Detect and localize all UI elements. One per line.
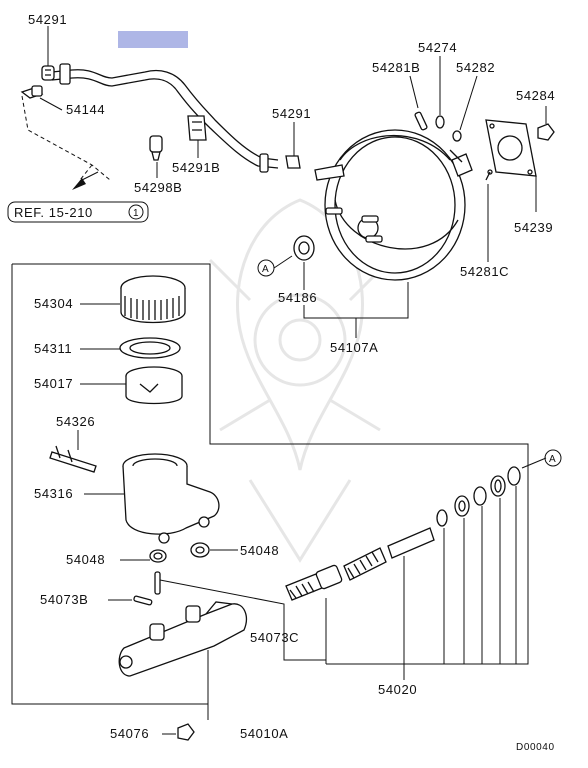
label-54020[interactable]: 54020	[378, 682, 417, 697]
pin-54073c	[154, 571, 161, 595]
pin-54073b	[133, 595, 153, 606]
clip-54282	[452, 130, 462, 142]
gasket-54239	[485, 119, 537, 177]
hose-clamp-right	[259, 153, 269, 173]
label-54326[interactable]: 54326	[56, 414, 95, 429]
label-54298b[interactable]: 54298B	[134, 180, 182, 195]
svg-text:A: A	[262, 264, 269, 275]
clip-54291-mid	[285, 155, 301, 169]
label-54291b[interactable]: 54291B	[172, 160, 220, 175]
hose-clamp-left	[59, 63, 71, 85]
label-54311[interactable]: 54311	[34, 341, 72, 356]
label-54048-right[interactable]: 54048	[240, 543, 279, 558]
reference-text: REF. 15-210	[14, 205, 93, 220]
ring-54274	[435, 115, 445, 129]
clevis	[449, 149, 473, 177]
label-54073c[interactable]: 54073C	[250, 630, 299, 645]
brake-booster	[314, 129, 466, 281]
nut-54284	[537, 123, 555, 141]
grommet-54186	[293, 235, 315, 261]
piston-assembly-54020	[285, 466, 521, 601]
clip-54291-top	[41, 65, 55, 81]
label-54284[interactable]: 54284	[516, 88, 555, 103]
view-marker-a-top: A	[257, 255, 293, 277]
check-valve-54144	[20, 85, 44, 99]
label-54291-top[interactable]: 54291	[28, 12, 67, 27]
master-cylinder-54010a	[118, 601, 247, 677]
bracket-54326	[49, 445, 97, 473]
bracket-54291b	[187, 115, 207, 141]
label-54017[interactable]: 54017	[34, 376, 73, 391]
label-54281c[interactable]: 54281C	[460, 264, 509, 279]
grommet-54048-right	[190, 542, 210, 558]
filter-54017	[125, 366, 183, 405]
fitting-54298b	[149, 135, 163, 161]
pin-54281c	[485, 169, 493, 181]
diagram-code: D00040	[516, 742, 555, 753]
svg-text:A: A	[549, 454, 556, 465]
pin-54281b	[414, 111, 428, 131]
label-54144[interactable]: 54144	[66, 102, 105, 117]
reservoir-cap-54304	[120, 275, 186, 324]
label-54304[interactable]: 54304	[34, 296, 73, 311]
label-54239[interactable]: 54239	[514, 220, 553, 235]
grommet-54048-left	[149, 549, 167, 563]
label-54010a[interactable]: 54010A	[240, 726, 288, 741]
nut-54076	[177, 723, 195, 741]
label-54076[interactable]: 54076	[110, 726, 149, 741]
vacuum-hose	[51, 63, 279, 173]
label-54274[interactable]: 54274	[418, 40, 457, 55]
label-54281b[interactable]: 54281B	[372, 60, 420, 75]
highlight-bar	[118, 31, 188, 48]
label-54107a[interactable]: 54107A	[330, 340, 378, 355]
reference-box[interactable]: REF. 15-210 1	[7, 201, 149, 223]
diaphragm-54311	[119, 337, 181, 359]
label-54186[interactable]: 54186	[278, 290, 317, 305]
group-frame	[12, 263, 529, 665]
label-54316[interactable]: 54316	[34, 486, 73, 501]
watermark-emblem	[208, 198, 392, 563]
reference-circled-number: 1	[133, 208, 139, 219]
label-54282[interactable]: 54282	[456, 60, 495, 75]
label-54291-mid[interactable]: 54291	[272, 106, 311, 121]
booster-inlet	[314, 164, 345, 181]
reservoir-54316	[122, 453, 220, 544]
view-marker-a-bottom: A	[521, 449, 562, 469]
label-54073b[interactable]: 54073B	[40, 592, 88, 607]
ref-arrow-icon	[72, 178, 86, 190]
label-54048-left[interactable]: 54048	[66, 552, 105, 567]
